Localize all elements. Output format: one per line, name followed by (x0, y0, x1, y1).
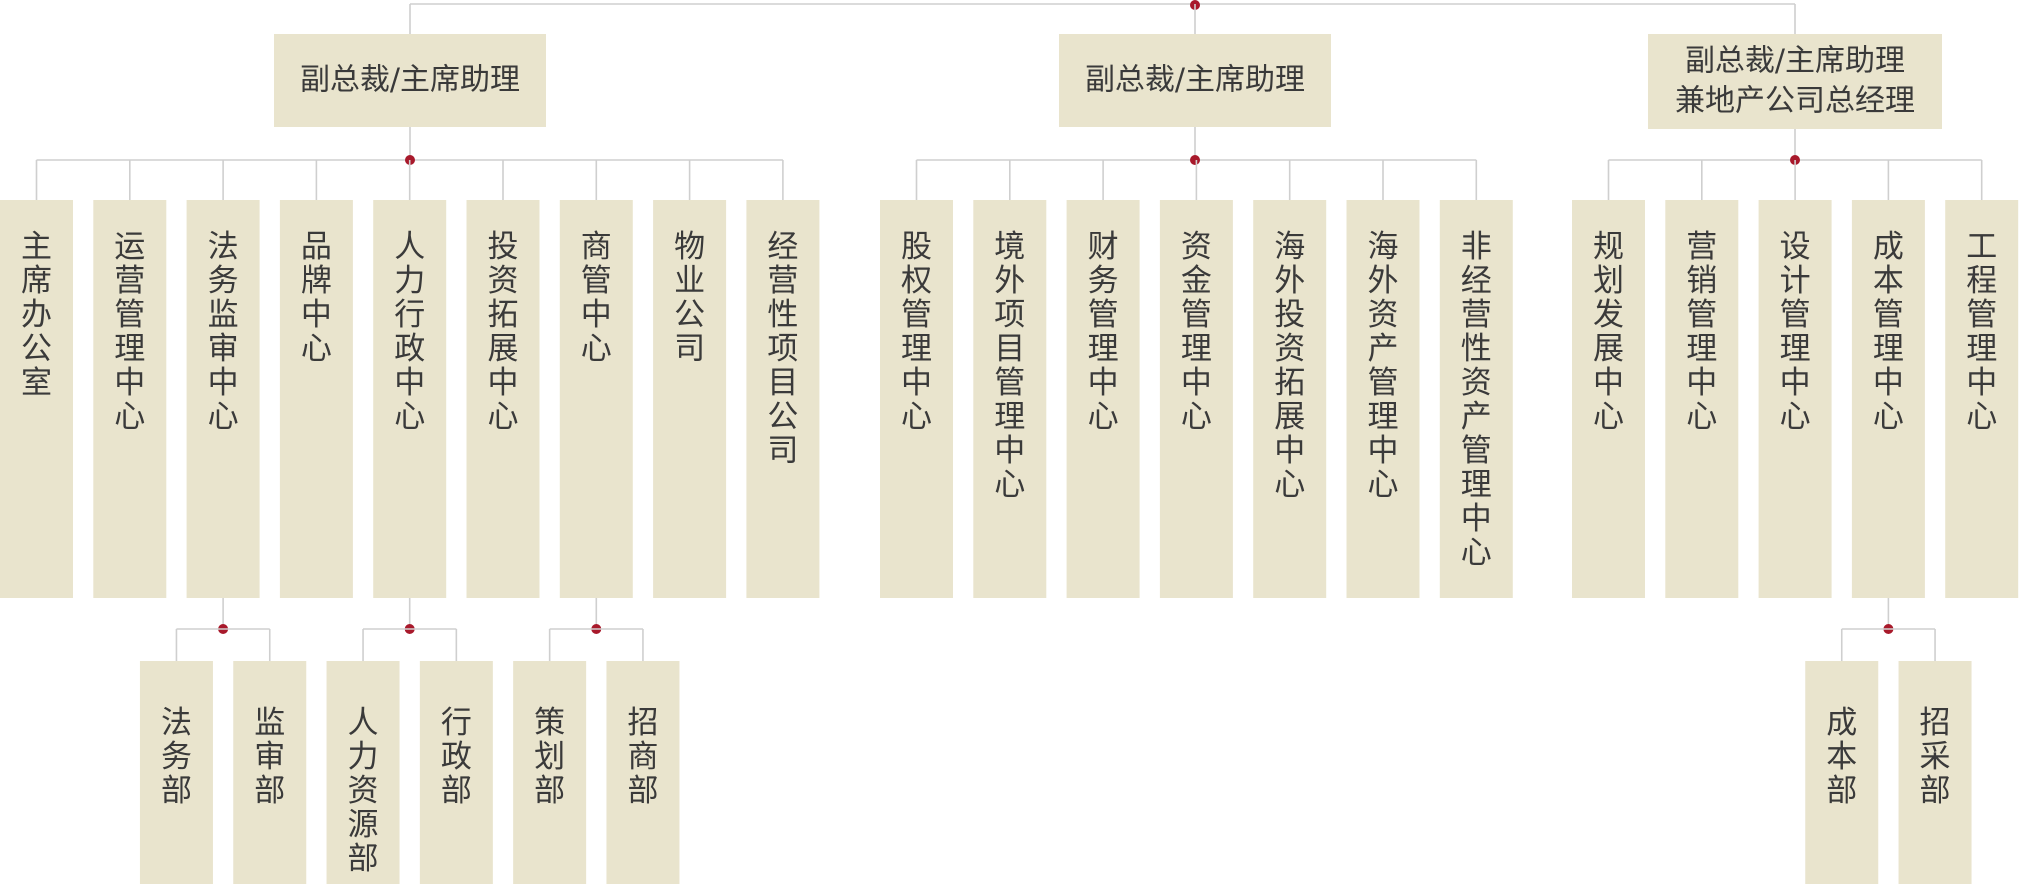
dept-box (373, 200, 447, 598)
dept-label: 非经营性资产管理中心 (1461, 229, 1492, 571)
dept-box (186, 200, 260, 598)
dept-box (1851, 200, 1925, 598)
dept-label: 法务监审中心 (208, 229, 239, 435)
dept-label: 法务部 (161, 705, 192, 809)
sub-dept-box (139, 661, 213, 884)
dept-box (93, 200, 167, 598)
dept-label: 成本管理中心 (1873, 229, 1904, 435)
dept-box (0, 200, 73, 598)
dept-label: 主席办公室 (21, 229, 52, 401)
dept-label: 品牌中心 (301, 229, 332, 367)
dept-box (1758, 200, 1832, 598)
sub-dept-box (1898, 661, 1972, 884)
vp-box (1059, 34, 1331, 127)
dept-label: 成本部 (1826, 705, 1857, 809)
dept-label: 资金管理中心 (1181, 229, 1212, 435)
dept-box (653, 200, 727, 598)
dept-box (973, 200, 1047, 598)
vp-title: 副总裁/主席助理 (1085, 62, 1305, 97)
sub-dept-box (419, 661, 493, 884)
vp-box (274, 34, 546, 127)
dept-box (1945, 200, 2019, 598)
dept-box (1066, 200, 1140, 598)
sub-dept-box (606, 661, 680, 884)
dept-label: 海外投资拓展中心 (1274, 229, 1305, 503)
dept-label: 商管中心 (581, 229, 612, 367)
dept-box (1572, 200, 1645, 598)
dept-label: 行政部 (441, 705, 472, 809)
dept-box (1253, 200, 1327, 598)
junction-dot (1190, 155, 1200, 165)
dept-label: 人力资源部 (348, 705, 379, 877)
vp-title: 副总裁/主席助理 (300, 62, 520, 97)
dept-label: 策划部 (534, 705, 565, 809)
dept-box (1159, 200, 1233, 598)
dept-box (880, 200, 953, 598)
vp-box (1648, 34, 1942, 129)
dept-box (559, 200, 633, 598)
dept-label: 海外资产管理中心 (1368, 229, 1399, 503)
dept-box (746, 200, 820, 598)
sub-dept-box (1805, 661, 1879, 884)
dept-box (466, 200, 540, 598)
dept-box (1346, 200, 1420, 598)
dept-label: 物业公司 (674, 229, 705, 367)
sub-dept-box (513, 661, 587, 884)
dept-box (1439, 200, 1513, 598)
dept-label: 招采部 (1920, 705, 1951, 809)
dept-label: 设计管理中心 (1780, 229, 1811, 435)
dept-label: 财务管理中心 (1088, 229, 1119, 435)
vp-title: 副总裁/主席助理兼地产公司总经理 (1675, 43, 1915, 118)
sub-dept-box (233, 661, 307, 884)
dept-label: 投资拓展中心 (488, 229, 519, 435)
dept-box (279, 200, 353, 598)
dept-box (1665, 200, 1739, 598)
dept-label: 股权管理中心 (901, 229, 932, 435)
sub-dept-box (326, 661, 400, 884)
dept-label: 境外项目管理中心 (994, 229, 1025, 503)
dept-label: 营销管理中心 (1686, 229, 1717, 435)
dept-label: 规划发展中心 (1593, 229, 1624, 435)
dept-label: 经营性项目公司 (767, 229, 798, 469)
dept-label: 监审部 (254, 705, 285, 809)
dept-label: 工程管理中心 (1966, 229, 1997, 435)
dept-label: 运营管理中心 (114, 229, 145, 435)
dept-label: 人力行政中心 (394, 229, 425, 435)
dept-label: 招商部 (627, 705, 658, 809)
